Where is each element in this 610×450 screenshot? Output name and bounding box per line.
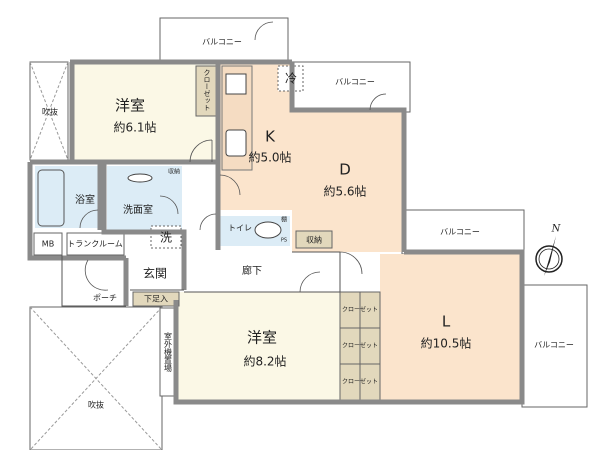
- toilet-icon: [254, 221, 282, 239]
- outdoor-unit-label: 室外機置場: [164, 331, 173, 373]
- western-room-1: [72, 64, 218, 162]
- trunk-room: [66, 232, 125, 256]
- compass-north-label: N: [551, 224, 562, 235]
- compass-icon: N: [535, 224, 563, 276]
- storage-label: 収納: [306, 235, 322, 245]
- living-size: 約10.5帖: [421, 336, 472, 351]
- balcony-kitchen: [291, 61, 411, 113]
- door-kitchen[interactable]: [219, 174, 241, 196]
- sink-icon: [225, 129, 247, 157]
- living-name: L: [442, 313, 451, 331]
- hall-label: 廊下: [242, 264, 262, 277]
- kitchen-name: K: [265, 128, 276, 146]
- void-top: [29, 61, 69, 161]
- walls: [27, 59, 525, 405]
- void-bottom: [29, 306, 163, 450]
- balcony-label-1: バルコニー: [202, 38, 242, 47]
- stove-icon: [225, 73, 247, 95]
- ps-label: PS: [281, 238, 287, 244]
- dining-size: 約5.6帖: [323, 184, 366, 199]
- dining-name: D: [339, 161, 351, 179]
- western2-size: 約8.2帖: [243, 354, 286, 369]
- door-living[interactable]: [339, 251, 363, 275]
- shoe-cabinet: [132, 291, 180, 307]
- balcony-label-3: バルコニー: [440, 228, 480, 237]
- balcony-living-right: [521, 284, 588, 408]
- toilet-label: トイレ: [228, 224, 252, 233]
- western-room-2: [178, 292, 340, 400]
- closet2b-label: クローゼット: [342, 342, 378, 350]
- shoe-label: 下足入: [144, 295, 168, 304]
- closet2c-label: クローゼット: [342, 378, 378, 386]
- mb-space: [33, 232, 63, 256]
- mb-label: MB: [42, 240, 54, 249]
- western1-name: 洋室: [115, 97, 145, 115]
- storage-hall: [295, 230, 333, 249]
- bath-label: 浴室: [75, 193, 95, 206]
- bathtub-icon: [37, 169, 65, 227]
- door-balcony-top[interactable]: [254, 21, 274, 41]
- western1-size: 約6.1帖: [113, 120, 156, 135]
- living: [380, 254, 522, 400]
- door-porch[interactable]: [84, 259, 109, 291]
- fridge-label: 冷: [285, 72, 297, 86]
- kitchen-size: 約5.0帖: [248, 150, 291, 165]
- closet1-label: クローゼット: [203, 69, 211, 111]
- closet2a-label: クローゼット: [342, 306, 378, 314]
- basin-icon: [127, 173, 153, 183]
- void-bottom-label: 吹抜: [88, 400, 104, 410]
- door-balcony-kitchen[interactable]: [369, 93, 387, 111]
- washroom-label: 洗面室: [123, 203, 153, 216]
- partitions: [61, 251, 341, 307]
- dining: [292, 112, 404, 252]
- balcony-living-top: [401, 209, 525, 255]
- door-western1[interactable]: [189, 139, 213, 163]
- western2-name: 洋室: [247, 329, 277, 347]
- storage-small-label: 収納: [168, 168, 180, 176]
- door-toilet[interactable]: [199, 213, 217, 231]
- door-bath[interactable]: [79, 209, 99, 229]
- washer-label: 洗: [160, 231, 172, 245]
- balcony-label-2: バルコニー: [335, 78, 375, 87]
- porch-label: ポーチ: [93, 294, 117, 303]
- door-washroom[interactable]: [159, 195, 179, 215]
- trunk-label: トランクルーム: [67, 240, 123, 249]
- entrance-label: 玄関: [143, 266, 167, 281]
- void-top-label: 吹抜: [42, 107, 58, 117]
- balcony-top: [159, 17, 289, 64]
- door-western2[interactable]: [299, 271, 321, 293]
- shelf-label: 棚: [281, 216, 287, 224]
- balcony-label-4: バルコニー: [534, 341, 574, 350]
